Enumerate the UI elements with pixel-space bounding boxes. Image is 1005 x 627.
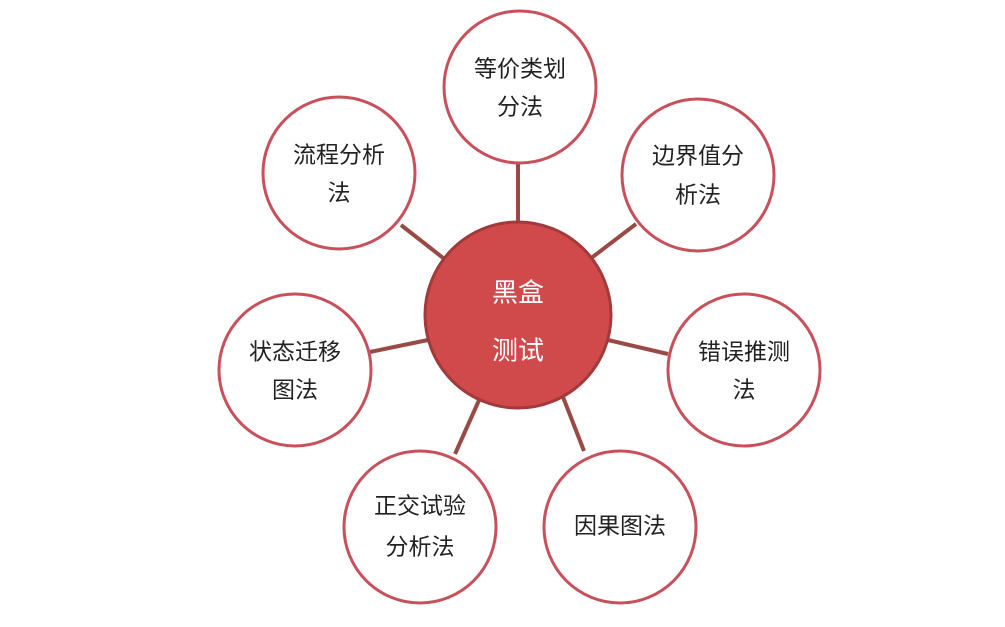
node-boundary-label-line2: 析法: [675, 183, 721, 209]
node-equivalence-label-line1: 等价类划: [474, 57, 566, 83]
node-flow-analysis-label-line2: 法: [328, 181, 351, 207]
node-flow-analysis-label-line1: 流程分析: [293, 143, 385, 169]
node-equivalence: 等价类划 分法: [442, 9, 598, 165]
center-node-circle: [423, 220, 613, 410]
node-orthogonal-label-line2: 分析法: [386, 535, 455, 561]
node-state-transition-circle: [217, 292, 373, 448]
center-node-label-line1: 黑盒: [492, 279, 544, 309]
node-error-guessing: 错误推测 法: [666, 292, 822, 448]
connector-flow-analysis: [399, 223, 449, 263]
node-orthogonal-label-line1: 正交试验: [374, 494, 466, 520]
connectors: [369, 163, 669, 455]
node-error-guessing-label-line1: 错误推测: [698, 340, 790, 366]
node-boundary-circle: [620, 97, 776, 253]
connector-cause-effect: [561, 396, 586, 452]
center-node: 黑盒 测试: [423, 220, 613, 410]
node-state-transition-label-line1: 状态迁移: [249, 340, 341, 366]
connector-boundary: [588, 222, 638, 261]
center-node-label-line2: 测试: [492, 337, 544, 367]
node-equivalence-circle: [442, 9, 598, 165]
connector-error-guessing: [607, 338, 669, 356]
node-boundary-label-line1: 边界值分: [652, 144, 744, 170]
node-flow-analysis: 流程分析 法: [261, 95, 417, 251]
node-equivalence-label-line2: 分法: [497, 95, 543, 121]
node-boundary: 边界值分 析法: [620, 97, 776, 253]
node-cause-effect-circle: [542, 449, 698, 605]
node-flow-analysis-circle: [261, 95, 417, 251]
node-cause-effect-label-line1: 因果图法: [574, 514, 666, 540]
node-orthogonal: 正交试验 分析法: [342, 449, 498, 605]
node-error-guessing-circle: [666, 292, 822, 448]
connector-state-transition: [369, 338, 429, 354]
node-state-transition-label-line2: 图法: [272, 378, 318, 404]
node-orthogonal-circle: [342, 449, 498, 605]
node-cause-effect: 因果图法: [542, 449, 698, 605]
connector-orthogonal: [453, 397, 482, 455]
node-state-transition: 状态迁移 图法: [217, 292, 373, 448]
node-error-guessing-label-line2: 法: [733, 378, 756, 404]
